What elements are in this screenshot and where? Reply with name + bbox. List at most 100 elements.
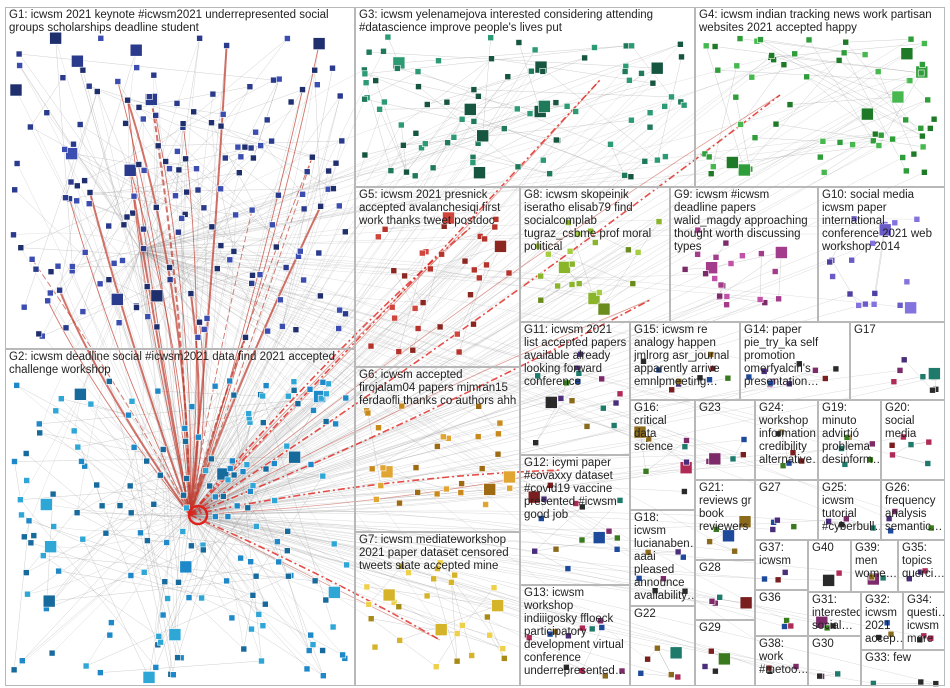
graph-edge <box>193 111 334 189</box>
graph-edge <box>379 109 407 173</box>
graph-edge <box>189 381 894 516</box>
group-box-g24[interactable]: G24: workshop information credibility al… <box>755 400 818 480</box>
graph-node <box>871 290 879 297</box>
group-label-g29: G29 <box>699 622 721 634</box>
group-label-g4: G4: icwsm indian tracking news work part… <box>699 9 932 34</box>
graph-node <box>343 561 350 569</box>
graph-edge <box>189 73 642 516</box>
group-box-g4[interactable]: G4: icwsm indian tracking news work part… <box>695 7 945 187</box>
graph-node <box>627 173 635 180</box>
graph-node <box>668 386 676 394</box>
group-box-g40[interactable]: G40 <box>808 540 851 592</box>
group-box-g1[interactable]: G1: icwsm 2021 keynote #icwsm2021 underr… <box>5 7 355 349</box>
group-box-g37[interactable]: G37: icwsm <box>755 540 808 590</box>
group-label-g15: G15: icwsm re analogy happen jmlrorg asr… <box>634 324 730 388</box>
graph-edge <box>165 161 301 252</box>
graph-node <box>869 524 877 532</box>
group-box-g26[interactable]: G26: frequency analysis semantic… <box>881 480 945 540</box>
graph-edge <box>189 175 625 516</box>
group-box-g39[interactable]: G39: men wome… <box>851 540 898 592</box>
graph-node <box>534 372 542 380</box>
group-box-g16[interactable]: G16: critical data science <box>630 400 695 510</box>
group-box-g34[interactable]: G34: questi… icwsm more <box>903 592 945 650</box>
group-box-g29[interactable]: G29 <box>695 620 755 686</box>
graph-node <box>566 248 574 255</box>
graph-edge <box>189 89 475 516</box>
graph-edge <box>548 254 595 295</box>
group-box-g30[interactable]: G30 <box>808 636 861 686</box>
graph-edge <box>188 514 227 582</box>
group-box-g8[interactable]: G8: icwsm skopeinik iseratho elisab79 fi… <box>520 187 670 322</box>
graph-node <box>211 382 219 390</box>
graph-node <box>305 647 313 654</box>
group-box-g22[interactable]: G22 <box>630 606 695 686</box>
group-box-g33[interactable]: G33: few <box>861 650 945 686</box>
graph-node <box>361 70 369 78</box>
graph-node <box>470 118 478 125</box>
graph-node <box>769 526 777 533</box>
graph-edge <box>61 398 129 416</box>
graph-node <box>226 465 234 472</box>
group-box-g11[interactable]: G11: icwsm 2021 list accepted papers ava… <box>520 322 630 455</box>
group-box-g20[interactable]: G20: social media <box>881 400 945 480</box>
graph-node <box>248 625 255 633</box>
group-box-g13[interactable]: G13: icwsm workshop indiiigosky ffloeck … <box>520 585 630 686</box>
group-box-g10[interactable]: G10: social media icwsm paper internatio… <box>818 187 945 322</box>
graph-node <box>263 116 271 124</box>
group-box-g27[interactable]: G27 <box>755 480 818 540</box>
graph-edge <box>314 70 321 207</box>
graph-node <box>534 242 542 250</box>
graph-edge <box>473 71 532 90</box>
graph-node <box>681 488 688 495</box>
graph-edge <box>139 135 923 251</box>
group-box-g32[interactable]: G32: icwsm 2021 accep… <box>861 592 903 650</box>
graph-edge <box>139 249 928 464</box>
group-box-g21[interactable]: G21: reviews gr book reviewers <box>695 480 755 560</box>
graph-node <box>878 223 892 237</box>
group-box-g2[interactable]: G2: icwsm deadline social #icwsm2021 dat… <box>5 349 355 686</box>
graph-node <box>874 68 882 75</box>
group-box-g6[interactable]: G6: icwsm accepted firojalam04 papers mi… <box>355 367 520 532</box>
group-box-g12[interactable]: G12: icymi paper #covaxxy dataset #covid… <box>520 455 630 585</box>
group-box-g31[interactable]: G31: interested social… <box>808 592 861 636</box>
group-box-g28[interactable]: G28 <box>695 560 755 620</box>
graph-edge <box>158 140 342 146</box>
group-box-g9[interactable]: G9: icwsm #icwsm deadline papers walid_m… <box>670 187 818 322</box>
group-box-g38[interactable]: G38: work #metoo… <box>755 636 808 686</box>
group-box-g35[interactable]: G35: topics querci… <box>898 540 945 592</box>
group-box-g7[interactable]: G7: icwsm mediateworkshop 2021 paper dat… <box>355 532 520 686</box>
group-box-g23[interactable]: G23 <box>695 400 755 480</box>
group-box-g19[interactable]: G19: minuto advirtió problema desinform… <box>818 400 881 480</box>
graph-node <box>322 596 330 604</box>
graph-node <box>628 42 635 50</box>
graph-edge <box>22 458 212 661</box>
graph-node <box>387 167 395 174</box>
group-box-g25[interactable]: G25: icwsm tutorial #cyberbull… <box>818 480 881 540</box>
group-box-g17[interactable]: G17 <box>850 322 945 400</box>
graph-node <box>726 156 739 169</box>
group-box-g5[interactable]: G5: icwsm 2021 presnick accepted avalanc… <box>355 187 520 367</box>
graph-node <box>365 600 373 608</box>
group-box-g36[interactable]: G36 <box>755 590 808 636</box>
graph-node <box>71 54 84 68</box>
graph-node <box>259 419 267 426</box>
graph-node <box>714 66 722 74</box>
graph-node <box>739 451 747 459</box>
group-box-g18[interactable]: G18: icwsm lucianaben… aaai pleased anno… <box>630 510 695 606</box>
group-box-g3[interactable]: G3: icwsm yelenamejova interested consid… <box>355 7 695 187</box>
group-box-g15[interactable]: G15: icwsm re analogy happen jmlrorg asr… <box>630 322 740 400</box>
graph-node <box>185 594 193 601</box>
graph-edge <box>31 259 191 516</box>
group-box-g14[interactable]: G14: paper pie_try_ka self promotion ome… <box>740 322 850 400</box>
graph-node <box>718 652 731 666</box>
graph-node <box>212 493 219 501</box>
graph-edge <box>105 391 159 534</box>
graph-edge <box>711 65 737 174</box>
group-label-g13: G13: icwsm workshop indiiigosky ffloeck … <box>524 587 627 677</box>
graph-node <box>49 490 57 498</box>
graph-node <box>261 600 269 608</box>
graph-node <box>311 66 319 74</box>
graph-node <box>74 182 81 190</box>
graph-node <box>144 537 151 544</box>
graph-node <box>43 109 51 116</box>
